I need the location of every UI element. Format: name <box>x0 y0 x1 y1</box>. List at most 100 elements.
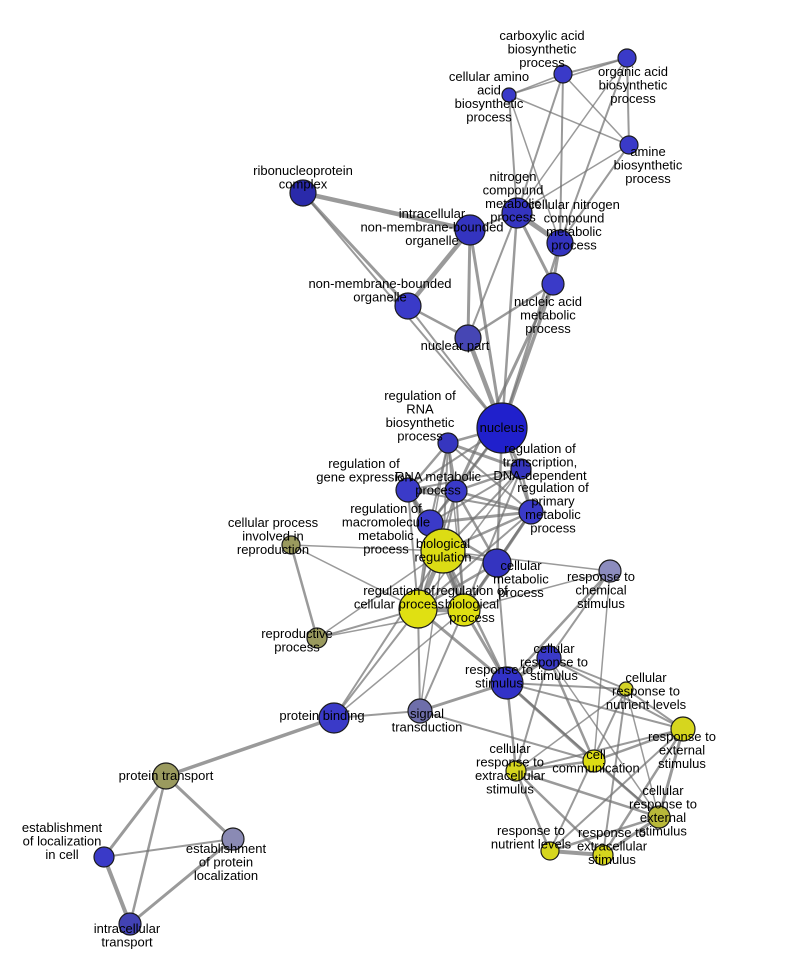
node-nitrogen-compound-metabolic-process[interactable] <box>501 197 533 229</box>
node-cellular-response-to-extracellular-stimulus[interactable] <box>505 760 527 782</box>
node-cellular-response-to-external-stimulus[interactable] <box>647 805 671 829</box>
edge-regulation-of-gene-expression--regulation-of-primary-metabolic-process[interactable] <box>407 489 532 513</box>
edge-protein-binding--protein-transport[interactable] <box>164 716 336 778</box>
edge-cellular-response-to-stimulus--response-to-external-stimulus[interactable] <box>548 657 684 730</box>
node-cellular-metabolic-process[interactable] <box>482 548 512 578</box>
node-intracellular-transport[interactable] <box>118 912 142 936</box>
edge-response-to-chemical-stimulus--response-to-stimulus[interactable] <box>505 569 612 685</box>
node-protein-transport[interactable] <box>152 762 180 790</box>
edge-amine-biosynthetic-process--nitrogen-compound-metabolic-process[interactable] <box>516 144 630 214</box>
edge-intracellular-non-membrane-bounded-organelle--nuclear-part[interactable] <box>466 228 472 340</box>
node-cellular-response-to-stimulus[interactable] <box>536 645 562 671</box>
node-cellular-process-involved-in-reproduction[interactable] <box>281 535 301 555</box>
node-nuclear-part[interactable] <box>454 324 482 352</box>
node-response-to-nutrient-levels[interactable] <box>540 841 560 861</box>
edge-carboxylic-acid-biosynthetic-process--cellular-nitrogen-compound-metabolic-process[interactable] <box>559 73 564 244</box>
edge-rna-metabolic-process--regulation-of-primary-metabolic-process[interactable] <box>454 489 533 514</box>
edge-reproductive-process--biological-regulation[interactable] <box>316 550 444 639</box>
edge-response-to-chemical-stimulus--cell-communication[interactable] <box>593 570 611 762</box>
edge-response-to-chemical-stimulus--regulation-of-biological-process[interactable] <box>463 570 611 611</box>
edge-protein-binding--regulation-of-cellular-process[interactable] <box>333 608 419 719</box>
edge-cellular-response-to-stimulus--cell-communication[interactable] <box>547 656 596 763</box>
node-amine-biosynthetic-process[interactable] <box>619 135 639 155</box>
edge-protein-transport--establishment-of-protein-localization[interactable] <box>164 774 235 841</box>
edge-cellular-response-to-stimulus--cellular-response-to-nutrient-levels[interactable] <box>548 657 627 690</box>
node-nucleus[interactable] <box>476 402 528 454</box>
edge-signal-transduction--cell-communication[interactable] <box>419 710 595 762</box>
edge-establishment-of-localization-in-cell--intracellular-transport[interactable] <box>102 855 132 926</box>
node-cellular-nitrogen-compound-metabolic-process[interactable] <box>546 229 574 257</box>
node-regulation-of-transcription-dna-dependent[interactable] <box>510 458 532 480</box>
edge-response-to-chemical-stimulus--biological-regulation[interactable] <box>442 550 611 572</box>
edge-cellular-response-to-nutrient-levels--response-to-extracellular-stimulus[interactable] <box>602 688 627 856</box>
node-reproductive-process[interactable] <box>306 627 328 649</box>
edge-protein-binding--biological-regulation[interactable] <box>333 550 444 719</box>
node-rna-metabolic-process[interactable] <box>444 479 468 503</box>
edge-intracellular-non-membrane-bounded-organelle--nucleus[interactable] <box>468 228 504 430</box>
edge-response-to-external-stimulus--cellular-response-to-external-stimulus[interactable] <box>657 727 685 819</box>
edge-response-to-external-stimulus--response-to-extracellular-stimulus[interactable] <box>601 727 685 857</box>
edge-cellular-process-involved-in-reproduction--regulation-of-cellular-process[interactable] <box>290 544 419 610</box>
node-regulation-of-rna-biosynthetic-process[interactable] <box>437 432 459 454</box>
edge-cellular-metabolic-process--response-to-stimulus[interactable] <box>496 562 508 684</box>
node-ribonucleoprotein-complex[interactable] <box>289 179 317 207</box>
edge-protein-binding--regulation-of-biological-process[interactable] <box>333 609 465 719</box>
node-carboxylic-acid-biosynthetic-process[interactable] <box>553 64 573 84</box>
node-regulation-of-cellular-process[interactable] <box>398 589 438 629</box>
node-regulation-of-gene-expression[interactable] <box>395 477 421 503</box>
edge-organic-acid-biosynthetic-process--nitrogen-compound-metabolic-process[interactable] <box>516 57 628 214</box>
node-signal-transduction[interactable] <box>407 698 433 724</box>
edge-response-to-stimulus--response-to-external-stimulus[interactable] <box>506 682 684 730</box>
edge-organic-acid-biosynthetic-process--cellular-nitrogen-compound-metabolic-process[interactable] <box>559 57 628 244</box>
node-regulation-of-biological-process[interactable] <box>447 593 481 627</box>
edge-non-membrane-bounded-organelle--nucleus[interactable] <box>407 305 503 429</box>
edge-cellular-process-involved-in-reproduction--biological-regulation[interactable] <box>290 544 444 552</box>
edge-cellular-response-to-extracellular-stimulus--response-to-nutrient-levels[interactable] <box>514 769 552 853</box>
edge-amine-biosynthetic-process--cellular-nitrogen-compound-metabolic-process[interactable] <box>559 144 630 244</box>
edge-cellular-response-to-stimulus--cellular-response-to-extracellular-stimulus[interactable] <box>515 657 550 772</box>
edge-cellular-amino-acid-biosynthetic-process--amine-biosynthetic-process[interactable] <box>508 94 630 146</box>
edge-cellular-response-to-external-stimulus--response-to-nutrient-levels[interactable] <box>548 815 661 853</box>
edge-cellular-amino-acid-biosynthetic-process--cellular-nitrogen-compound-metabolic-process[interactable] <box>508 94 561 244</box>
node-nucleic-acid-metabolic-process[interactable] <box>541 272 565 296</box>
node-cell-communication[interactable] <box>582 749 606 773</box>
edge-nitrogen-compound-metabolic-process--nuclear-part[interactable] <box>467 212 518 339</box>
edge-regulation-of-transcription-dna-dependent--regulation-of-gene-expression[interactable] <box>407 468 522 491</box>
edge-protein-transport--establishment-of-localization-in-cell[interactable] <box>102 774 168 859</box>
node-cellular-amino-acid-biosynthetic-process[interactable] <box>501 87 517 103</box>
edge-response-to-chemical-stimulus--cellular-response-to-stimulus[interactable] <box>548 570 611 659</box>
edge-nucleic-acid-metabolic-process--nuclear-part[interactable] <box>466 282 555 340</box>
edge-response-to-external-stimulus--cellular-response-to-extracellular-stimulus[interactable] <box>515 728 684 772</box>
edge-ribonucleoprotein-complex--intracellular-non-membrane-bounded-organelle[interactable] <box>300 190 473 233</box>
edge-nucleic-acid-metabolic-process--rna-metabolic-process[interactable] <box>454 282 555 493</box>
edge-cellular-response-to-extracellular-stimulus--cellular-response-to-external-stimulus[interactable] <box>514 769 661 819</box>
edge-organic-acid-biosynthetic-process--amine-biosynthetic-process[interactable] <box>626 57 630 146</box>
edge-cellular-response-to-extracellular-stimulus--cell-communication[interactable] <box>514 759 596 773</box>
edge-ribonucleoprotein-complex--non-membrane-bounded-organelle[interactable] <box>301 191 410 308</box>
edge-nitrogen-compound-metabolic-process--nucleus[interactable] <box>500 211 519 430</box>
edge-signal-transduction--regulation-of-biological-process[interactable] <box>419 609 465 712</box>
edge-response-to-external-stimulus--cell-communication[interactable] <box>592 727 685 763</box>
edge-regulation-of-primary-metabolic-process--regulation-of-macromolecule-metabolic-process[interactable] <box>428 510 533 525</box>
node-intracellular-non-membrane-bounded-organelle[interactable] <box>454 214 486 246</box>
edge-cellular-response-to-extracellular-stimulus--response-to-extracellular-stimulus[interactable] <box>514 769 605 857</box>
edge-establishment-of-localization-in-cell--establishment-of-protein-localization[interactable] <box>103 838 234 858</box>
edge-reproductive-process--regulation-of-biological-process[interactable] <box>316 609 465 639</box>
edge-regulation-of-rna-biosynthetic-process--regulation-of-transcription-dna-dependent[interactable] <box>446 441 523 471</box>
edge-response-to-external-stimulus--response-to-nutrient-levels[interactable] <box>549 728 684 852</box>
edge-regulation-of-transcription-dna-dependent--regulation-of-biological-process[interactable] <box>463 468 522 611</box>
edge-cellular-response-to-nutrient-levels--cellular-response-to-external-stimulus[interactable] <box>625 688 660 818</box>
node-non-membrane-bounded-organelle[interactable] <box>394 292 422 320</box>
node-response-to-external-stimulus[interactable] <box>670 716 696 742</box>
edge-signal-transduction--biological-regulation[interactable] <box>419 550 444 712</box>
edge-regulation-of-rna-biosynthetic-process--regulation-of-primary-metabolic-process[interactable] <box>447 442 532 513</box>
node-response-to-stimulus[interactable] <box>490 666 524 700</box>
edge-cellular-process-involved-in-reproduction--reproductive-process[interactable] <box>289 543 319 640</box>
edge-intracellular-non-membrane-bounded-organelle--non-membrane-bounded-organelle[interactable] <box>405 227 473 309</box>
edge-carboxylic-acid-biosynthetic-process--nitrogen-compound-metabolic-process[interactable] <box>516 73 564 214</box>
edge-establishment-of-protein-localization--intracellular-transport[interactable] <box>128 837 235 926</box>
node-response-to-extracellular-stimulus[interactable] <box>592 844 614 866</box>
node-establishment-of-protein-localization[interactable] <box>221 827 245 851</box>
